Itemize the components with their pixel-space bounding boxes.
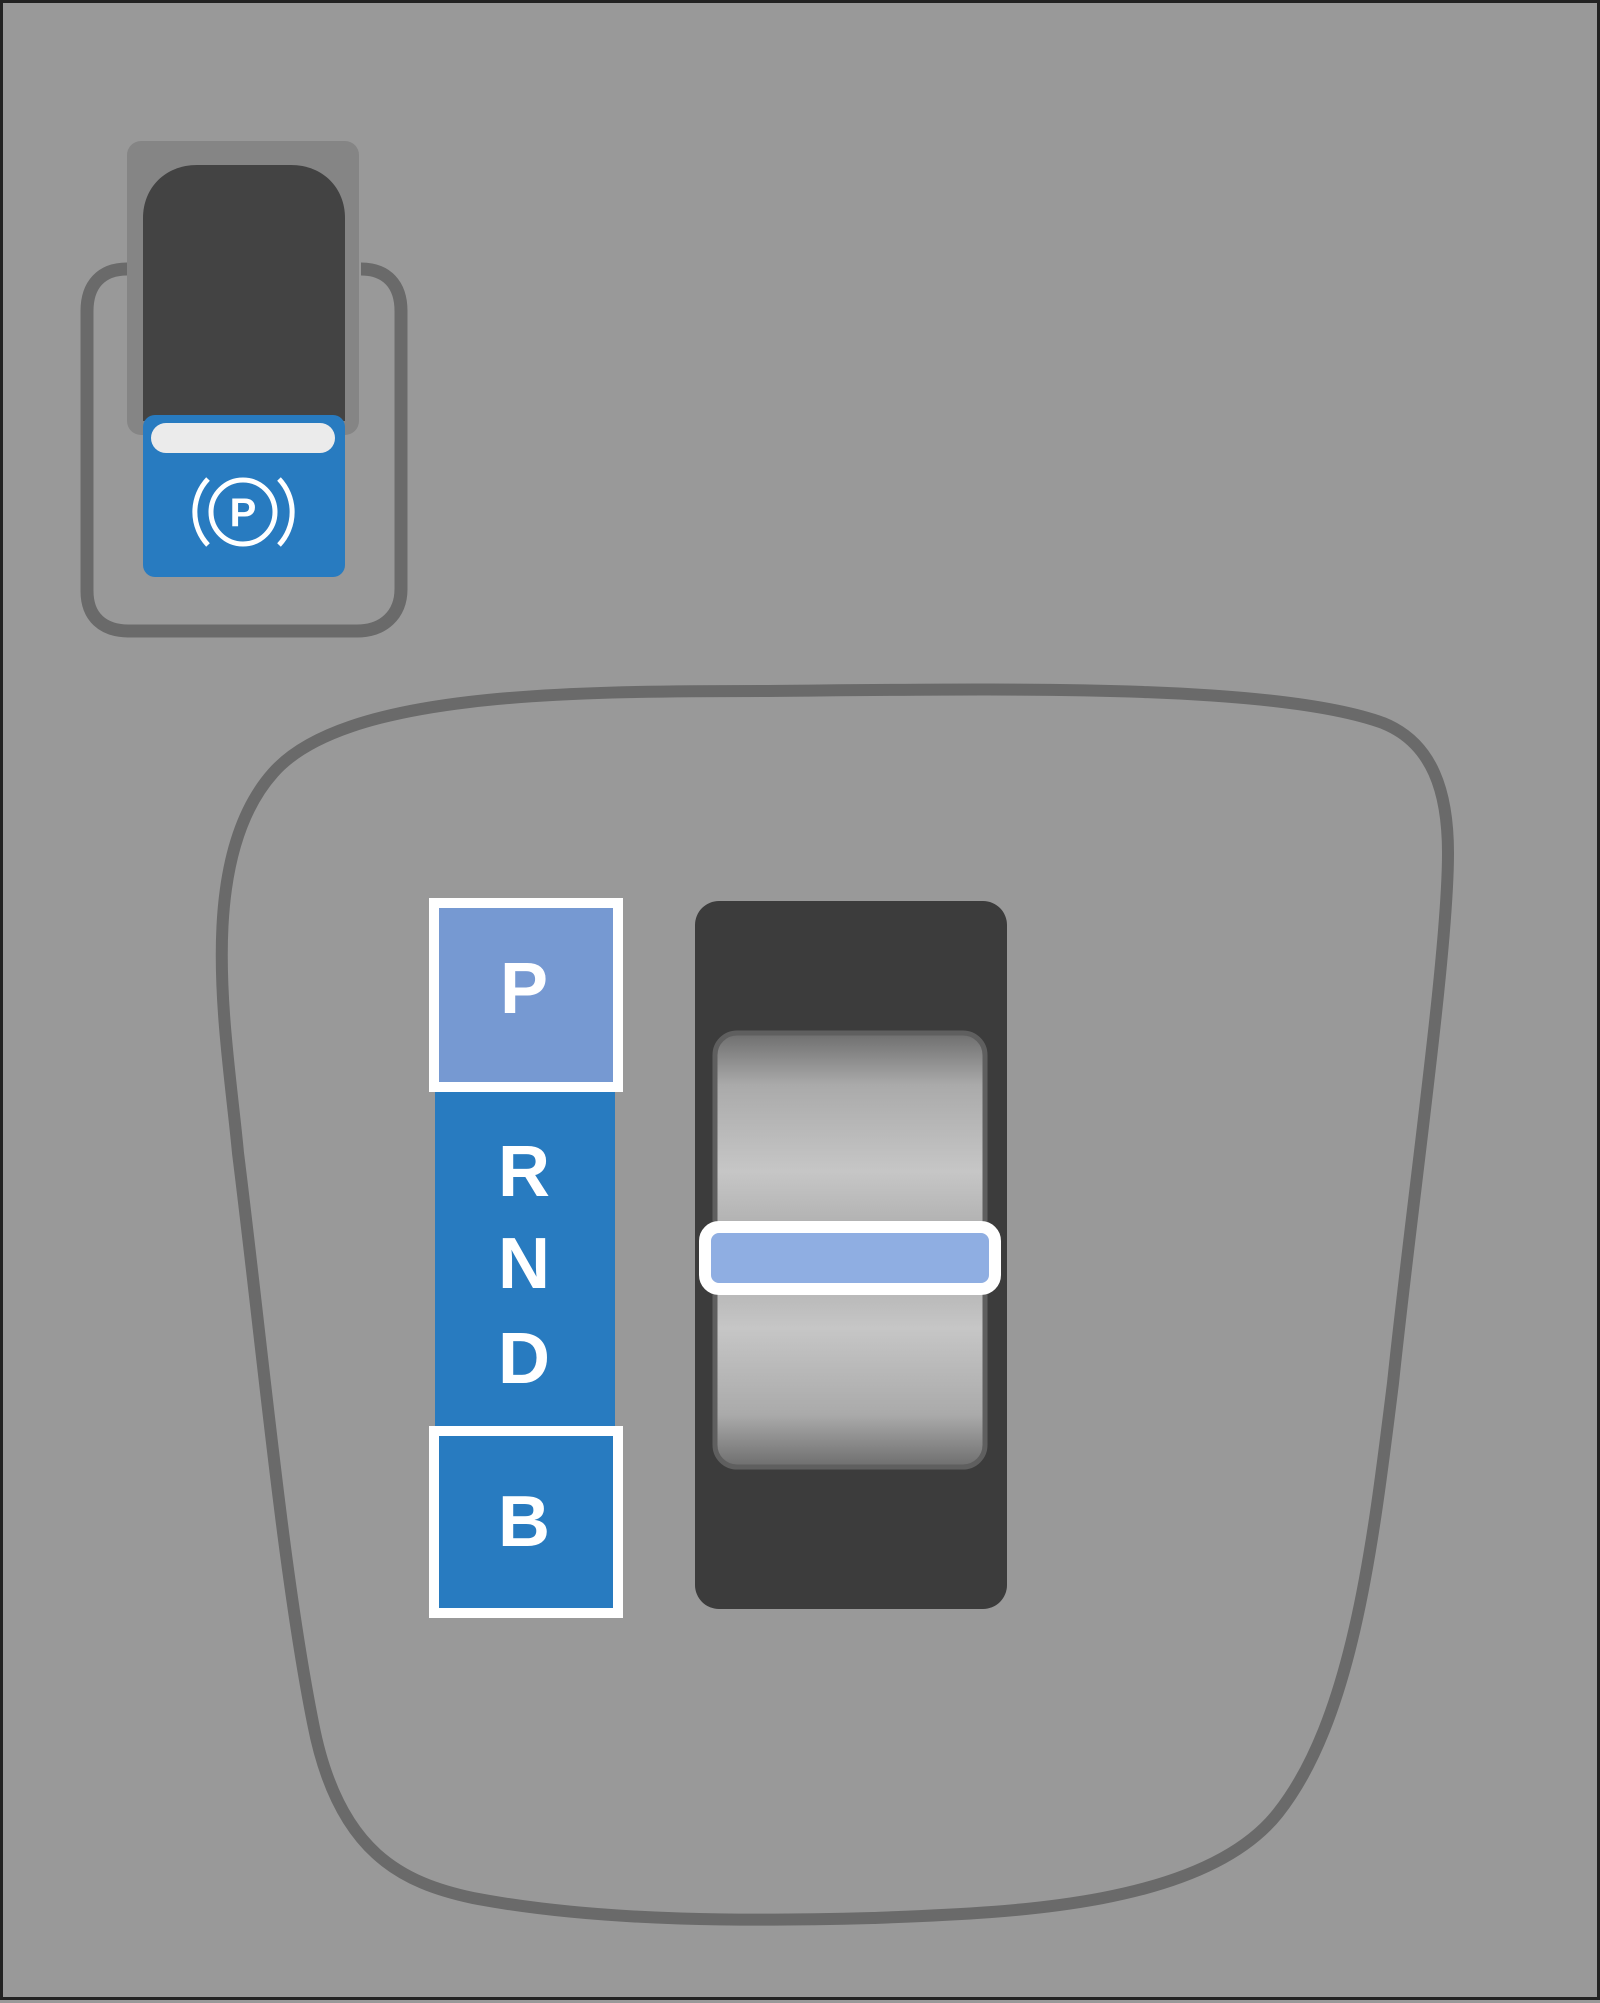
shift-lever-indicator[interactable] [699,1221,1001,1295]
gear-label-d: D [498,1319,550,1399]
parking-brake-lever[interactable] [143,165,345,421]
parking-brake-symbol: P [230,491,257,535]
gear-label-n: N [498,1224,550,1304]
gear-position-r[interactable]: R [498,1132,550,1212]
parking-brake-switch[interactable]: P [80,141,408,638]
gear-position-d[interactable]: D [498,1319,550,1399]
gear-label-r: R [498,1132,550,1212]
parking-brake-icon: P [192,477,295,547]
gear-position-n[interactable]: N [498,1224,550,1304]
gear-label-b: B [498,1482,550,1562]
parking-brake-frame [80,262,408,638]
parking-brake-button[interactable] [143,415,345,577]
console-svg: P P R N D B [80,141,1455,1926]
console-outline [215,683,1455,1926]
gear-selector-strip: P R N D B [429,898,623,1618]
shift-lever[interactable] [695,901,1007,1609]
gear-label-p: P [500,949,548,1029]
parking-brake-highlight [151,423,335,453]
gear-position-p[interactable]: P [429,898,623,1092]
gear-position-b[interactable]: B [429,1426,623,1618]
